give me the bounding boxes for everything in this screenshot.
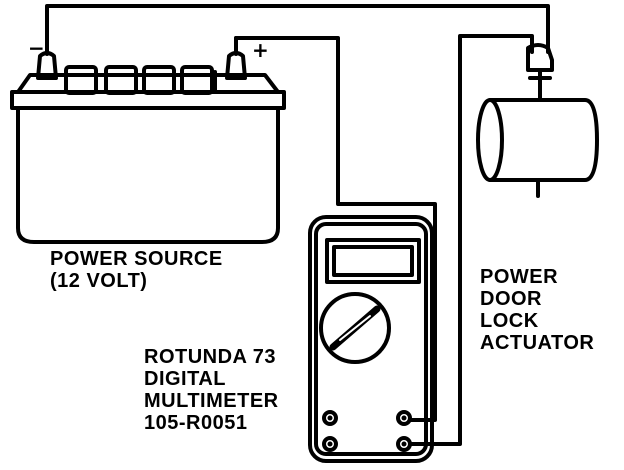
- negative-symbol: −: [28, 36, 45, 60]
- power-source-line1: POWER SOURCE: [50, 248, 223, 270]
- multimeter: [308, 215, 434, 463]
- actuator-label: POWER DOOR LOCK ACTUATOR: [480, 266, 594, 354]
- wire-negative-to-actuator: [45, 4, 550, 54]
- actuator-line2: DOOR: [480, 288, 542, 310]
- power-source-line2: (12 VOLT): [50, 270, 148, 292]
- multimeter-line2: DIGITAL: [144, 368, 227, 390]
- power-source-label: POWER SOURCE (12 VOLT): [50, 248, 223, 292]
- actuator: [476, 43, 599, 198]
- positive-terminal: [225, 36, 247, 80]
- multimeter-label: ROTUNDA 73 DIGITAL MULTIMETER 105-R0051: [144, 346, 279, 434]
- positive-symbol: +: [252, 38, 269, 62]
- actuator-line3: LOCK: [480, 310, 539, 332]
- actuator-line4: ACTUATOR: [480, 332, 595, 354]
- multimeter-line4: 105-R0051: [144, 412, 248, 434]
- actuator-line1: POWER: [480, 266, 559, 288]
- wire-actuator-to-meter: [408, 34, 534, 446]
- multimeter-line3: MULTIMETER: [144, 390, 279, 412]
- battery: [10, 65, 286, 244]
- multimeter-line1: ROTUNDA 73: [144, 346, 277, 368]
